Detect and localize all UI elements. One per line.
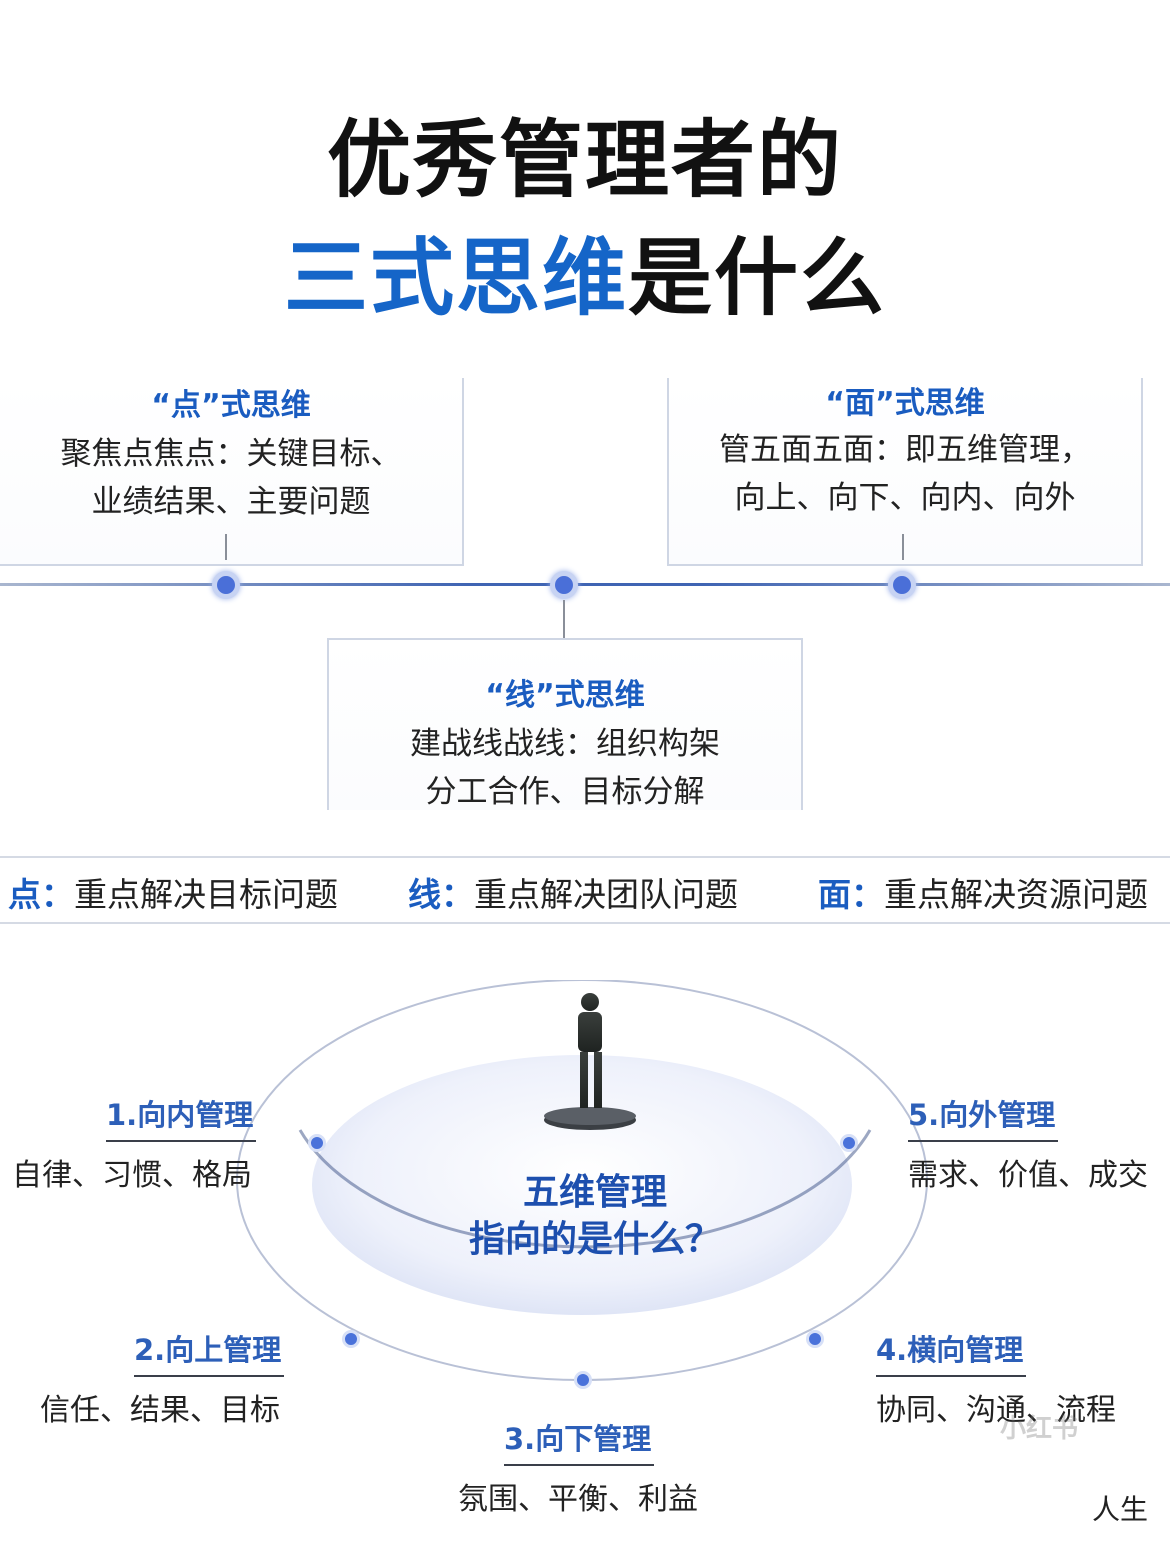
line-thinking-heading: “线”式思维 bbox=[485, 678, 645, 713]
surface-thinking-line-1: 管五面五面：即五维管理， bbox=[719, 432, 1091, 468]
summary-surface-key: 面： bbox=[818, 875, 884, 914]
summary-line-key: 线： bbox=[408, 875, 474, 914]
timeline-dot-line bbox=[550, 571, 578, 599]
standing-person-figure bbox=[544, 993, 636, 1130]
summary-point-key: 点： bbox=[8, 875, 74, 914]
timeline-dot-point bbox=[212, 571, 240, 599]
point-thinking-line-2: 业绩结果、主要问题 bbox=[91, 484, 371, 520]
point-thinking-heading: “点”式思维 bbox=[151, 388, 311, 423]
summary-surface: 面：重点解决资源问题 bbox=[818, 868, 1148, 916]
timeline-line bbox=[0, 583, 1170, 586]
summary-point: 点：重点解决目标问题 bbox=[8, 868, 338, 916]
line-thinking-line-1: 建战线战线：组织构架 bbox=[410, 726, 720, 762]
surface-connector bbox=[902, 534, 904, 560]
five-dimension-diagram bbox=[236, 980, 928, 1381]
title-line-2: 三式思维是什么 bbox=[0, 228, 1170, 328]
center-question-line-1: 五维管理 bbox=[522, 1172, 667, 1213]
line-thinking-line-2: 分工合作、目标分解 bbox=[425, 774, 705, 810]
point-thinking-line-1: 聚焦点焦点：关键目标、 bbox=[60, 436, 402, 472]
surface-thinking-box: “面”式思维 管五面五面：即五维管理， 向上、向下、向内、向外 bbox=[667, 378, 1143, 566]
surface-thinking-heading: “面”式思维 bbox=[825, 386, 985, 421]
author-watermark: 人生 bbox=[1092, 1493, 1149, 1526]
ring-dot-downward bbox=[574, 1371, 592, 1389]
timeline-dot-surface bbox=[888, 571, 916, 599]
upward-management-desc: 信任、结果、目标 bbox=[40, 1393, 280, 1428]
summary-bar: 点：重点解决目标问题 线：重点解决团队问题 面：重点解决资源问题 bbox=[0, 856, 1170, 924]
ring-dot-lateral bbox=[806, 1330, 824, 1348]
summary-surface-text: 重点解决资源问题 bbox=[884, 875, 1148, 914]
inner-arc bbox=[298, 1129, 872, 1249]
title-highlight: 三式思维 bbox=[283, 229, 628, 327]
center-question-line-2: 指向的是什么？ bbox=[468, 1219, 721, 1260]
outward-management-title: 5.向外管理 bbox=[908, 1092, 1058, 1142]
summary-point-text: 重点解决目标问题 bbox=[74, 875, 338, 914]
brand-watermark: 小红书 bbox=[1000, 1414, 1079, 1444]
line-thinking-box: “线”式思维 建战线战线：组织构架 分工合作、目标分解 bbox=[327, 638, 803, 810]
lateral-management-title: 4.横向管理 bbox=[876, 1327, 1026, 1377]
inward-management-desc: 自律、习惯、格局 bbox=[12, 1158, 252, 1193]
summary-line: 线：重点解决团队问题 bbox=[408, 868, 738, 916]
ring-dot-upward bbox=[342, 1330, 360, 1348]
outward-management-desc: 需求、价值、成交 bbox=[908, 1158, 1148, 1193]
inward-management-title: 1.向内管理 bbox=[106, 1092, 256, 1142]
platform-ellipse bbox=[312, 1055, 852, 1315]
downward-management-title: 3.向下管理 bbox=[504, 1416, 654, 1466]
ring-dot-inward bbox=[308, 1134, 326, 1152]
title-suffix: 是什么 bbox=[628, 229, 887, 327]
point-connector bbox=[225, 534, 227, 560]
ring-dot-outward bbox=[840, 1134, 858, 1152]
line-connector bbox=[563, 600, 565, 638]
upward-management-title: 2.向上管理 bbox=[134, 1327, 284, 1377]
downward-management-desc: 氛围、平衡、利益 bbox=[458, 1482, 698, 1517]
lateral-management-desc: 协同、沟通、流程 bbox=[876, 1393, 1116, 1428]
point-thinking-box: “点”式思维 聚焦点焦点：关键目标、 业绩结果、主要问题 bbox=[0, 378, 464, 566]
surface-thinking-line-2: 向上、向下、向内、向外 bbox=[734, 480, 1076, 516]
title-line-1: 优秀管理者的 bbox=[326, 111, 843, 209]
summary-line-text: 重点解决团队问题 bbox=[474, 875, 738, 914]
